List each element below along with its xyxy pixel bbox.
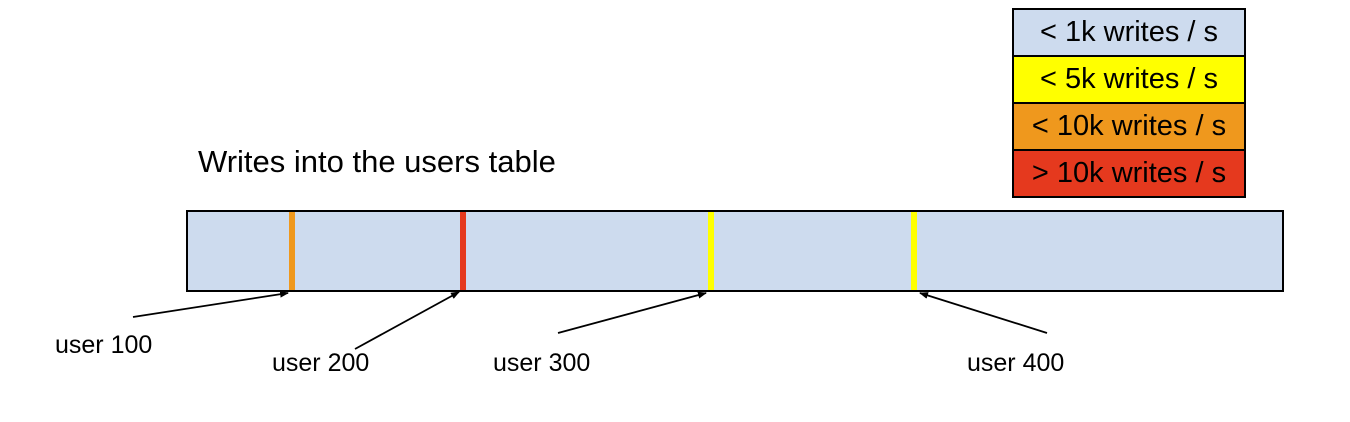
legend-item-lt-10k-label: < 10k writes / s (1031, 110, 1227, 142)
marker-user-300 (707, 212, 714, 290)
callout-arrow (919, 292, 1048, 334)
legend-item-gt-10k: > 10k writes / s (1014, 151, 1244, 196)
callout-label-user-200: user 200 (272, 349, 370, 377)
callout-label-user-100: user 100 (55, 331, 153, 359)
marker-user-400 (911, 212, 918, 290)
callout-arrow (354, 291, 460, 350)
legend-item-lt-10k: < 10k writes / s (1014, 104, 1244, 151)
diagram-title: Writes into the users table (198, 144, 556, 179)
legend-item-lt-5k: < 5k writes / s (1014, 57, 1244, 104)
legend-item-lt-1k-label: < 1k writes / s (1039, 16, 1219, 48)
callout-arrow (132, 290, 289, 318)
marker-user-200 (459, 212, 466, 290)
legend: < 1k writes / s < 5k writes / s < 10k wr… (1012, 8, 1246, 198)
callout-label-user-400: user 400 (967, 349, 1065, 377)
marker-user-100 (288, 212, 295, 290)
legend-item-lt-1k: < 1k writes / s (1014, 10, 1244, 57)
legend-item-lt-5k-label: < 5k writes / s (1039, 63, 1219, 95)
legend-item-gt-10k-label: > 10k writes / s (1031, 157, 1227, 189)
users-table-bar (186, 210, 1284, 292)
callout-arrow (557, 291, 707, 334)
callout-label-user-300: user 300 (493, 349, 591, 377)
